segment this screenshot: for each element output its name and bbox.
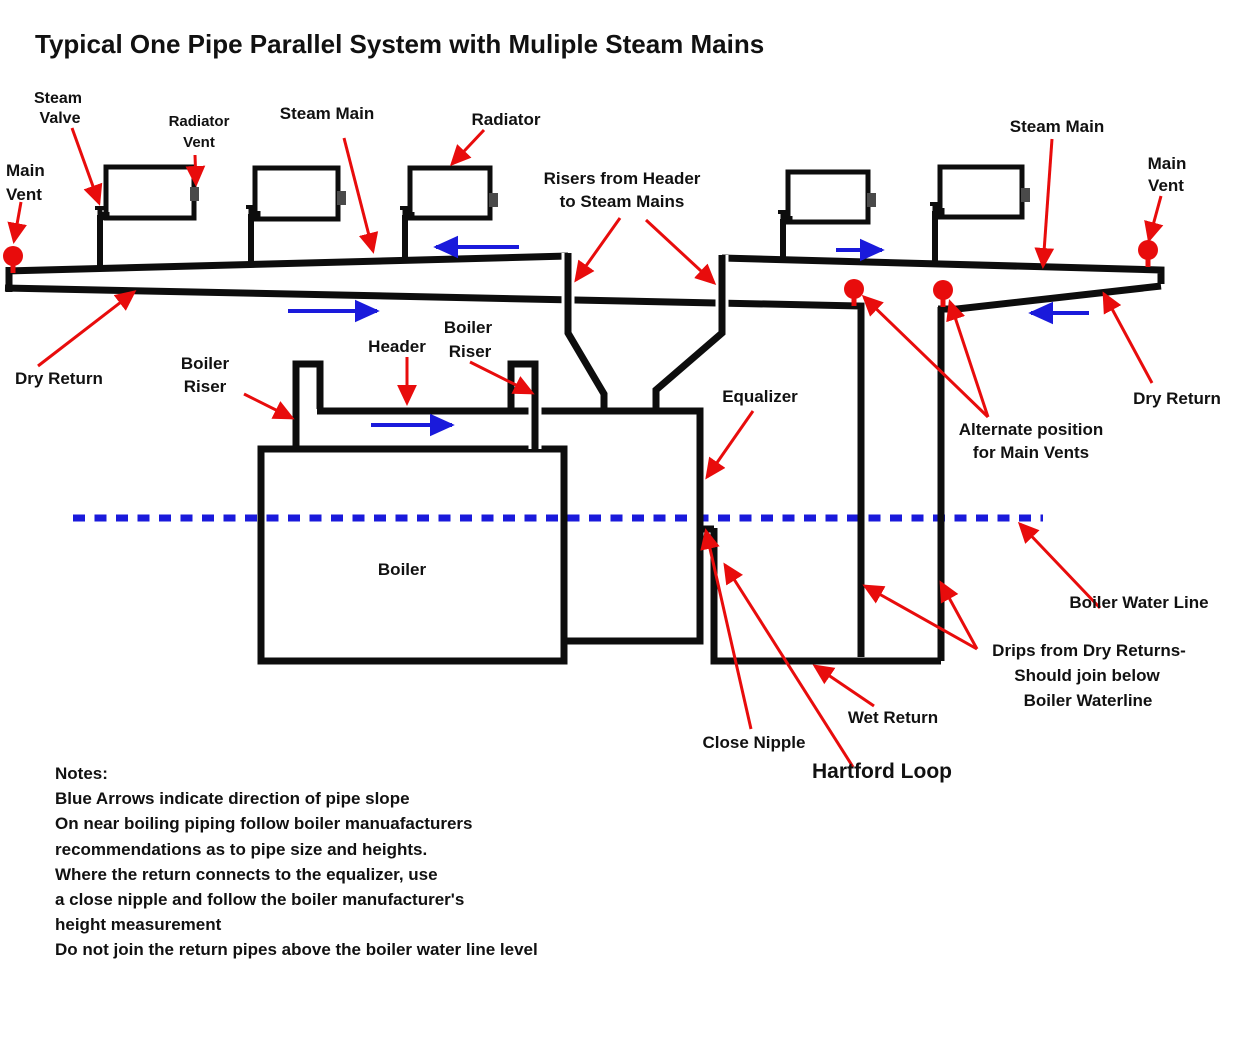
label-steam-valve-2: Valve [40, 110, 81, 127]
label-wet-return: Wet Return [848, 708, 938, 727]
arrow-steam-valve [70, 127, 103, 206]
notes-line: Blue Arrows indicate direction of pipe s… [55, 789, 410, 808]
label-steam-main-right: Steam Main [1010, 117, 1104, 136]
arrow-wet-return [812, 664, 875, 708]
main-vent-dot-left [3, 246, 23, 273]
radiator-vent-icon-4 [867, 193, 876, 207]
arrow-close-nipple [700, 528, 753, 730]
radiator-vent-icon-2 [337, 191, 346, 205]
dry-return-right-pipe [938, 282, 1162, 313]
main-vents [3, 240, 1158, 307]
label-boiler-riser-right: Boiler [444, 318, 493, 337]
label-steam-valve: Steam [34, 90, 82, 107]
steam-main-right-pipe [721, 254, 1165, 284]
label-boiler-riser-left-2: Riser [184, 377, 227, 396]
header-riser-left-pipe [564, 253, 608, 411]
arrow-riser-right [644, 218, 717, 286]
arrow-alternate-vent-1 [861, 294, 990, 419]
boiler-vessel [257, 445, 568, 665]
label-close-nipple: Close Nipple [703, 733, 806, 752]
main-vent-dot-right [1138, 240, 1158, 267]
arrow-equalizer [705, 410, 755, 480]
label-equalizer: Equalizer [722, 387, 798, 406]
label-drips-2: Should join below [1014, 666, 1160, 685]
radiator-1 [103, 164, 197, 221]
notes-line: a close nipple and follow the boiler man… [55, 890, 464, 909]
dry-return-left-pipe [4, 284, 865, 657]
notes-line: Do not join the return pipes above the b… [55, 940, 538, 959]
arrow-radiator-vent [185, 154, 206, 187]
arrow-drip-1 [862, 584, 978, 651]
radiator-5 [937, 164, 1025, 220]
arrow-main-vent-right [1144, 195, 1164, 243]
label-main-vent-right-2: Vent [1148, 176, 1184, 195]
label-main-vent-right: Main [1148, 154, 1187, 173]
radiator-vent-icon-1 [190, 187, 199, 201]
label-risers-2: to Steam Mains [560, 192, 685, 211]
notes-line: recommendations as to pipe size and heig… [55, 840, 427, 859]
label-radiator-vent: Radiator [169, 113, 230, 130]
label-boiler: Boiler [378, 560, 427, 579]
alternate-main-vent-dot-2 [933, 280, 953, 307]
page-title: Typical One Pipe Parallel System with Mu… [35, 29, 764, 59]
label-alternate-position: Alternate position [959, 420, 1104, 439]
label-dry-return-left: Dry Return [15, 369, 103, 388]
label-main-vent-left-2: Vent [6, 185, 42, 204]
notes-heading: Notes: [55, 764, 108, 783]
label-radiator: Radiator [472, 110, 541, 129]
label-hartford-loop: Hartford Loop [812, 760, 952, 783]
arrow-steam-main-left [342, 137, 379, 254]
arrow-riser-left [574, 217, 622, 283]
steam-valves [95, 202, 945, 224]
label-risers: Risers from Header [544, 169, 701, 188]
steam-main-left-pipe [5, 252, 569, 275]
steam-valve-icon-2 [246, 205, 261, 219]
steam-valve-icon-1 [95, 206, 110, 220]
boiler-riser-left-pipe [292, 360, 324, 451]
label-boiler-water-line: Boiler Water Line [1069, 593, 1208, 612]
label-dry-return-right: Dry Return [1133, 389, 1221, 408]
label-drips-3: Boiler Waterline [1024, 691, 1153, 710]
arrow-hartford-loop [723, 562, 855, 768]
annotation-arrows [7, 127, 1164, 768]
notes-block: Notes: Blue Arrows indicate direction of… [55, 764, 538, 959]
label-steam-main-left: Steam Main [280, 104, 374, 123]
steam-valve-icon-5 [930, 202, 945, 216]
radiator-4 [785, 169, 871, 225]
arrow-boiler-riser-right [469, 360, 535, 395]
notes-line: height measurement [55, 915, 222, 934]
arrow-main-vent-left [7, 201, 27, 244]
arrow-steam-main-right [1034, 138, 1055, 269]
steam-valve-icon-4 [778, 210, 793, 224]
label-alternate-position-2: for Main Vents [973, 443, 1089, 462]
arrow-radiator [449, 128, 486, 167]
header-riser-right-pipe [652, 255, 726, 411]
radiators [103, 164, 1030, 225]
radiator-2 [252, 165, 341, 222]
radiator-3 [407, 165, 493, 221]
arrow-drip-2 [939, 580, 979, 650]
arrow-dry-return-right [1102, 291, 1154, 384]
radiator-vent-icon-5 [1021, 188, 1030, 202]
arrow-boiler-riser-left [243, 392, 295, 420]
alternate-main-vent-dot-1 [844, 279, 864, 306]
arrow-alternate-vent-2 [946, 299, 990, 418]
arrow-dry-return-left [37, 290, 137, 368]
label-drips: Drips from Dry Returns- [992, 641, 1186, 660]
label-boiler-riser-left: Boiler [181, 354, 230, 373]
boiler-riser-right-pipe [507, 360, 539, 451]
notes-line: Where the return connects to the equaliz… [55, 865, 438, 884]
label-header: Header [368, 337, 426, 356]
steam-valve-icon-3 [400, 206, 415, 220]
radiator-vent-icon-3 [489, 193, 498, 207]
label-main-vent-left: Main [6, 161, 45, 180]
notes-line: On near boiling piping follow boiler man… [55, 814, 472, 833]
label-boiler-riser-right-2: Riser [449, 342, 492, 361]
slope-arrows [288, 235, 1089, 437]
arrow-boiler-water-line [1017, 521, 1102, 610]
label-radiator-vent-2: Vent [183, 134, 215, 151]
hartford-loop-wet-return-pipe [710, 528, 941, 665]
